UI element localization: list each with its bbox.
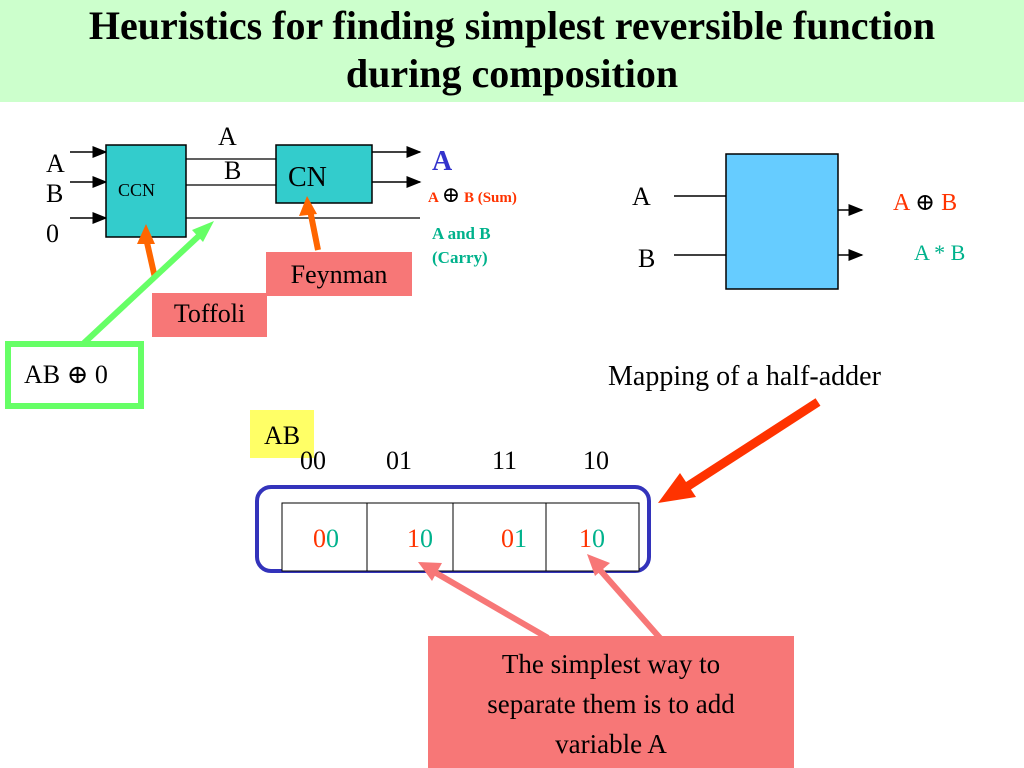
output-label-sum: A ⊕ B (Sum) bbox=[428, 182, 517, 208]
kmap-grid bbox=[281, 502, 640, 572]
output-label-a: A bbox=[432, 146, 453, 177]
block-output-and: A * B bbox=[914, 240, 966, 265]
note-line-1: The simplest way to bbox=[501, 649, 721, 679]
green-arrowhead bbox=[192, 221, 214, 242]
block-xor-a: A bbox=[893, 190, 910, 216]
kmap-col-00: 00 bbox=[300, 446, 326, 475]
kmap-cell-00: 00 bbox=[286, 524, 366, 554]
kmap-col-11: 11 bbox=[492, 446, 518, 475]
green-arrow bbox=[81, 230, 205, 346]
note-arrow-1 bbox=[434, 570, 550, 641]
mapping-caption: Mapping of a half-adder bbox=[608, 361, 881, 392]
input-label-0: 0 bbox=[46, 219, 59, 248]
block-xor-symbol: ⊕ bbox=[915, 190, 936, 216]
note-box: The simplest way to separate them is to … bbox=[428, 636, 794, 768]
note-line-3: variable A bbox=[555, 729, 667, 759]
toffoli-arrowhead bbox=[137, 224, 155, 244]
feynman-arrow bbox=[307, 209, 321, 251]
input-label-b: B bbox=[46, 179, 64, 208]
ab-xor-0-box bbox=[5, 341, 144, 409]
cell-11-second: 1 bbox=[514, 524, 527, 553]
ccn-label: CCN bbox=[118, 180, 156, 200]
kmap-cell-11: 01 bbox=[474, 524, 554, 554]
cell-01-first: 1 bbox=[407, 524, 420, 553]
input-label-a: A bbox=[46, 149, 65, 178]
cell-00-first: 0 bbox=[313, 524, 326, 553]
kmap-header: AB bbox=[250, 410, 314, 458]
carry-line-2: (Carry) bbox=[432, 248, 488, 267]
title-line-2: during composition bbox=[345, 51, 679, 96]
block-output-xor: A ⊕ B bbox=[893, 188, 957, 217]
sum-a: A bbox=[428, 190, 439, 206]
cell-01-second: 0 bbox=[420, 524, 433, 553]
output-label-carry: A and B (Carry) bbox=[432, 222, 491, 270]
sum-b: B (Sum) bbox=[463, 190, 517, 206]
mid-label-a: A bbox=[218, 122, 237, 151]
feynman-callout: Feynman bbox=[266, 252, 412, 296]
cell-11-first: 0 bbox=[501, 524, 514, 553]
note-arrowhead-1 bbox=[418, 562, 442, 581]
kmap-cell-10: 10 bbox=[552, 524, 632, 554]
cn-gate bbox=[275, 144, 373, 204]
kmap-cell-01: 10 bbox=[380, 524, 460, 554]
cell-10-second: 0 bbox=[592, 524, 605, 553]
ab-xor-0-label: AB ⊕ 0 bbox=[24, 360, 108, 389]
block-xor-b: B bbox=[941, 190, 958, 216]
cn-label: CN bbox=[288, 162, 327, 193]
feynman-arrowhead bbox=[299, 196, 317, 216]
carry-line-1: A and B bbox=[432, 224, 491, 243]
toffoli-arrow bbox=[143, 237, 158, 279]
note-arrow-2 bbox=[597, 568, 663, 640]
note-arrowhead-2 bbox=[587, 554, 610, 576]
kmap-col-10: 10 bbox=[583, 446, 609, 475]
toffoli-callout: Toffoli bbox=[152, 293, 267, 337]
note-line-2: separate them is to add bbox=[487, 689, 735, 719]
ccn-gate bbox=[105, 144, 187, 238]
cell-00-second: 0 bbox=[326, 524, 339, 553]
title-line-1: Heuristics for finding simplest reversib… bbox=[88, 3, 936, 48]
mid-label-b: B bbox=[224, 156, 242, 185]
mapping-arrowhead bbox=[658, 473, 696, 503]
sum-xor-symbol: ⊕ bbox=[441, 182, 461, 207]
block-input-a: A bbox=[632, 182, 651, 211]
half-adder-block bbox=[725, 153, 839, 290]
slide-title: Heuristics for finding simplest reversib… bbox=[0, 2, 1024, 98]
title-bar bbox=[0, 0, 1024, 102]
kmap-col-01: 01 bbox=[386, 446, 412, 475]
mapping-arrow bbox=[682, 398, 821, 492]
block-input-b: B bbox=[638, 244, 656, 273]
cell-10-first: 1 bbox=[579, 524, 592, 553]
